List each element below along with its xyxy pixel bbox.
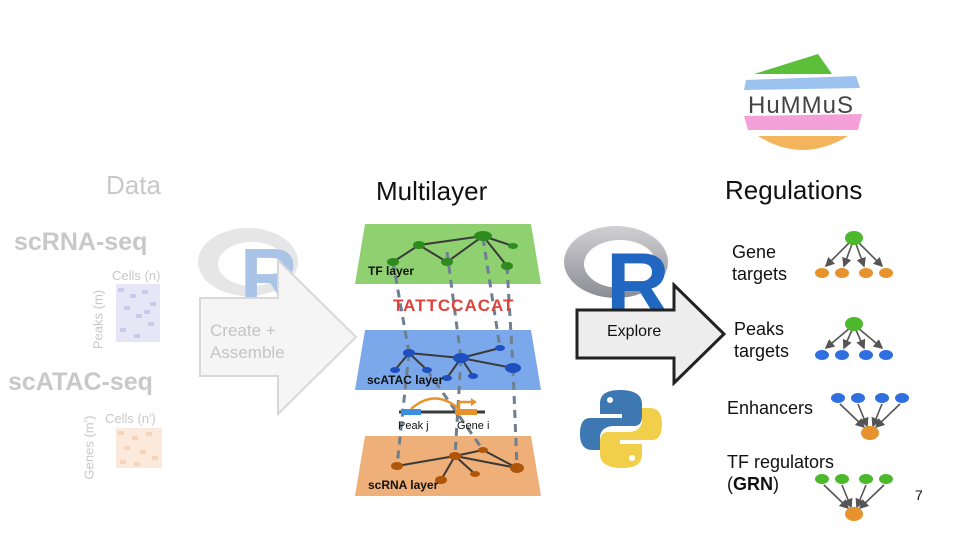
peaks-targets-diagram [815, 317, 893, 360]
motif-logo: TATTCCACAT [393, 296, 515, 315]
tf-regulators-diagram [815, 474, 893, 521]
gene-targets-diagram [815, 231, 893, 278]
arrow-text-line1: Create + [210, 321, 276, 340]
data-title: Data [106, 170, 161, 200]
matrix2-col-label: Cells (n') [105, 411, 156, 426]
matrix2-row-label: Genes (m') [81, 415, 97, 480]
scatac-layer-label: scATAC layer [367, 373, 444, 387]
multilayer-title: Multilayer [376, 176, 488, 206]
matrix1-row-label: Peaks (m) [90, 289, 106, 350]
grn-bold: GRN [733, 474, 773, 494]
page-number: 7 [915, 487, 923, 503]
gene-targets-label: Gene targets [732, 242, 788, 284]
svg-text:R: R [606, 234, 670, 322]
python-logo-icon [580, 390, 662, 468]
matrix1-heatmap [116, 284, 160, 342]
explore-label: Explore [607, 323, 662, 340]
scatac-layer-plane [355, 330, 541, 390]
hummus-logo-icon [744, 54, 862, 150]
peak-gene-arc [410, 397, 460, 410]
explore-arrow[interactable] [574, 282, 730, 386]
matrix1-col-label: Cells (n) [112, 268, 161, 283]
multilayer-network [355, 224, 541, 496]
enhancers-diagram [831, 393, 909, 440]
create-assemble-arrow [199, 258, 358, 416]
enhancers-label: Enhancers [727, 398, 814, 418]
scrna-seq-label: scRNA-seq [14, 228, 148, 256]
tf-regulators-line1: TF regulators [727, 452, 835, 472]
scatac-seq-label: scATAC-seq [8, 368, 153, 396]
peak-box [401, 409, 421, 415]
hummus-logo-text: HuMMuS [748, 92, 855, 119]
tf-regulators-label: TF regulators (GRN) [727, 451, 834, 495]
r-logo-faded-icon: R [198, 228, 298, 312]
tf-regulators-line2: (GRN) [727, 474, 779, 494]
r-logo-icon: R [564, 226, 670, 322]
peak-label: Peak j [398, 420, 429, 432]
regulations-title: Regulations [725, 175, 863, 205]
scrna-layer-label: scRNA layer [368, 478, 439, 492]
gene-label: Gene i [457, 420, 490, 432]
scrna-layer-plane [355, 436, 541, 496]
arrow-text-line2: Assemble [210, 343, 285, 362]
tf-layer-label: TF layer [368, 264, 415, 278]
tss-arrow [457, 400, 471, 409]
create-assemble-text: Create + Assemble [210, 320, 285, 364]
peaks-targets-label: Peaks targets [734, 319, 790, 361]
matrix2-heatmap [116, 428, 162, 468]
gene-box [455, 409, 477, 415]
